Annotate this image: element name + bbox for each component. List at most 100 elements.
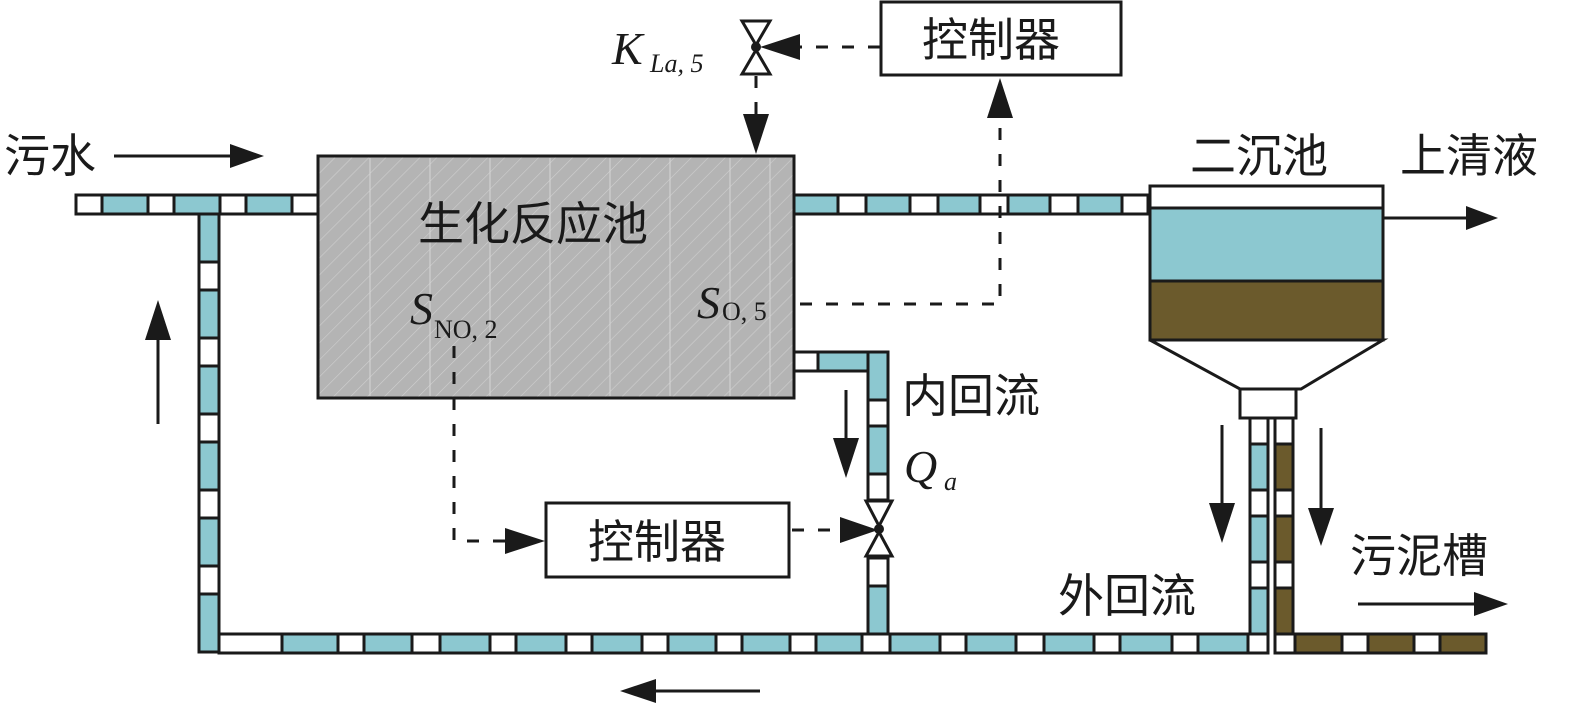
bottom-return-pipe-segment — [640, 632, 670, 655]
waste-flow-arrowhead — [1308, 508, 1334, 546]
bottom-return-pipe-segment — [964, 632, 1018, 655]
return-vertical-pipe-segment — [197, 212, 221, 264]
return-vertical-pipe-segment — [197, 516, 221, 568]
vertical-faint-lines — [369, 158, 771, 396]
influent-pipe-segment — [290, 193, 320, 216]
internal-recycle-vertical-segment — [866, 584, 890, 636]
influent-pipe-segment — [100, 193, 150, 216]
effluent-arrowhead — [1466, 206, 1498, 230]
so-variable: S O, 5 — [697, 277, 767, 328]
influent-pipe-segment — [172, 193, 222, 216]
clarifier-outlet — [1238, 387, 1298, 420]
bioreactor-label: 生化反应池 — [418, 197, 648, 251]
clarifier — [1148, 184, 1389, 420]
waste-sludge-pipe-segment — [1340, 632, 1370, 655]
waste-sludge-pipe-segment — [1273, 632, 1297, 655]
bottom-return-pipe-segment — [788, 632, 818, 655]
clarifier-water-layer — [1148, 206, 1385, 283]
bottom-return-pipe-segment — [1170, 632, 1200, 655]
kla-main: K — [611, 23, 645, 74]
return-vertical-pipe-segment — [197, 564, 221, 596]
return-up-arrowhead — [145, 300, 171, 340]
internal-recycle-vertical-segment — [866, 350, 890, 402]
tank-to-clarifier-pipe-segment — [1076, 193, 1124, 216]
bioreactor-tank — [316, 154, 796, 400]
internal-recycle-vertical-segment — [866, 556, 890, 588]
waste-sludge-pipe-segment — [1412, 632, 1442, 655]
tank-to-clarifier-pipe-segment — [836, 193, 868, 216]
external-recycle-vertical-segment — [1248, 586, 1270, 636]
kla-valve[interactable] — [739, 19, 773, 76]
influent-pipe-segment — [218, 193, 248, 216]
external-recycle-vertical-segment — [1248, 514, 1270, 564]
internal-recycle-vertical-segment — [866, 424, 890, 476]
tank-to-clarifier-pipe-segment — [792, 193, 840, 216]
qa-valve[interactable] — [863, 499, 895, 558]
bottom-return-pipe-segment — [488, 632, 518, 655]
return-vertical-pipe-segment — [197, 364, 221, 416]
bottom-return-pipe-segment — [1246, 632, 1270, 655]
clarifier-sludge-layer — [1148, 279, 1385, 342]
signal-ctrl-to-valve-arrow — [760, 34, 800, 60]
tank-to-clarifier-pipe-segment — [908, 193, 940, 216]
waste-sludge-pipe-segment — [1438, 632, 1488, 655]
return-vertical-pipe-segment — [197, 592, 221, 654]
influent-arrowhead — [230, 144, 264, 168]
so-main: S — [697, 277, 720, 328]
influent-pipe-segment — [74, 193, 104, 216]
bottom-return-pipe-segment — [714, 632, 744, 655]
controller-top-label: 控制器 — [922, 13, 1060, 67]
waste-sludge-vertical-segment — [1273, 514, 1295, 564]
tank-to-clarifier-pipe-segment — [1048, 193, 1080, 216]
bottom-return-pipe-segment — [280, 632, 340, 655]
qa-variable: Q a — [904, 441, 957, 496]
waste-sludge-vertical-segment — [1273, 442, 1295, 492]
bottom-return-pipe-segment — [590, 632, 644, 655]
return-vertical-pipe-segment — [197, 488, 221, 520]
bottom-return-pipe-segment — [740, 632, 792, 655]
internal-recycle-pipe-segment — [816, 350, 870, 373]
signal-so-to-ctrl — [800, 118, 1002, 306]
so-sub: O, 5 — [722, 297, 767, 326]
bottom-return-pipe-segment — [362, 632, 414, 655]
clarifier-clear-layer — [1148, 184, 1385, 210]
bottom-return-pipe-segment — [1042, 632, 1096, 655]
internal-recycle-vertical-segment — [866, 472, 890, 502]
return-left-arrowhead — [620, 679, 656, 703]
tank-to-clarifier-pipe-segment — [864, 193, 912, 216]
waste-sludge-vertical-segment — [1273, 416, 1295, 446]
clarifier-cone — [1149, 338, 1389, 391]
tank-to-clarifier-pipe-segment — [1120, 193, 1150, 216]
bottom-return-pipe-segment — [1118, 632, 1174, 655]
bottom-return-pipe-segment — [438, 632, 492, 655]
return-vertical-pipe-segment — [197, 288, 221, 340]
bottom-return-pipe-segment — [217, 632, 284, 655]
internal-flow-arrowhead — [833, 438, 859, 478]
clarifier-label: 二沉池 — [1190, 129, 1328, 183]
tank-to-clarifier-pipe-segment — [978, 193, 1010, 216]
signal-ctrl-to-qa-arrow — [840, 517, 878, 543]
waste-sludge-vertical-segment — [1273, 586, 1295, 636]
bottom-return-pipe-segment — [1092, 632, 1122, 655]
bottom-return-pipe-segment — [888, 632, 942, 655]
sno-variable: S NO, 2 — [410, 283, 498, 344]
pipes — [74, 193, 1488, 655]
bottom-return-pipe-segment — [666, 632, 718, 655]
waste-sludge-vertical-segment — [1273, 560, 1295, 590]
return-vertical-pipe-segment — [197, 336, 221, 368]
internal-recycle-vertical-segment — [866, 398, 890, 428]
signal-valve-to-tank-arrow — [743, 114, 769, 154]
bottom-return-pipe-segment — [860, 632, 892, 655]
controller-top[interactable] — [879, 0, 1123, 77]
controller-bottom[interactable] — [544, 501, 791, 579]
tank-to-clarifier-pipe-segment — [1006, 193, 1052, 216]
internal-recycle-label: 内回流 — [902, 369, 1040, 423]
signal-so-to-ctrl-arrow — [987, 78, 1013, 118]
sludge-tank-label: 污泥槽 — [1350, 529, 1488, 583]
bottom-return-pipe-segment — [410, 632, 442, 655]
sno-main: S — [410, 283, 433, 334]
waste-sludge-pipe-segment — [1293, 632, 1344, 655]
return-vertical-pipe-segment — [197, 260, 221, 292]
sno-sub: NO, 2 — [434, 315, 498, 344]
